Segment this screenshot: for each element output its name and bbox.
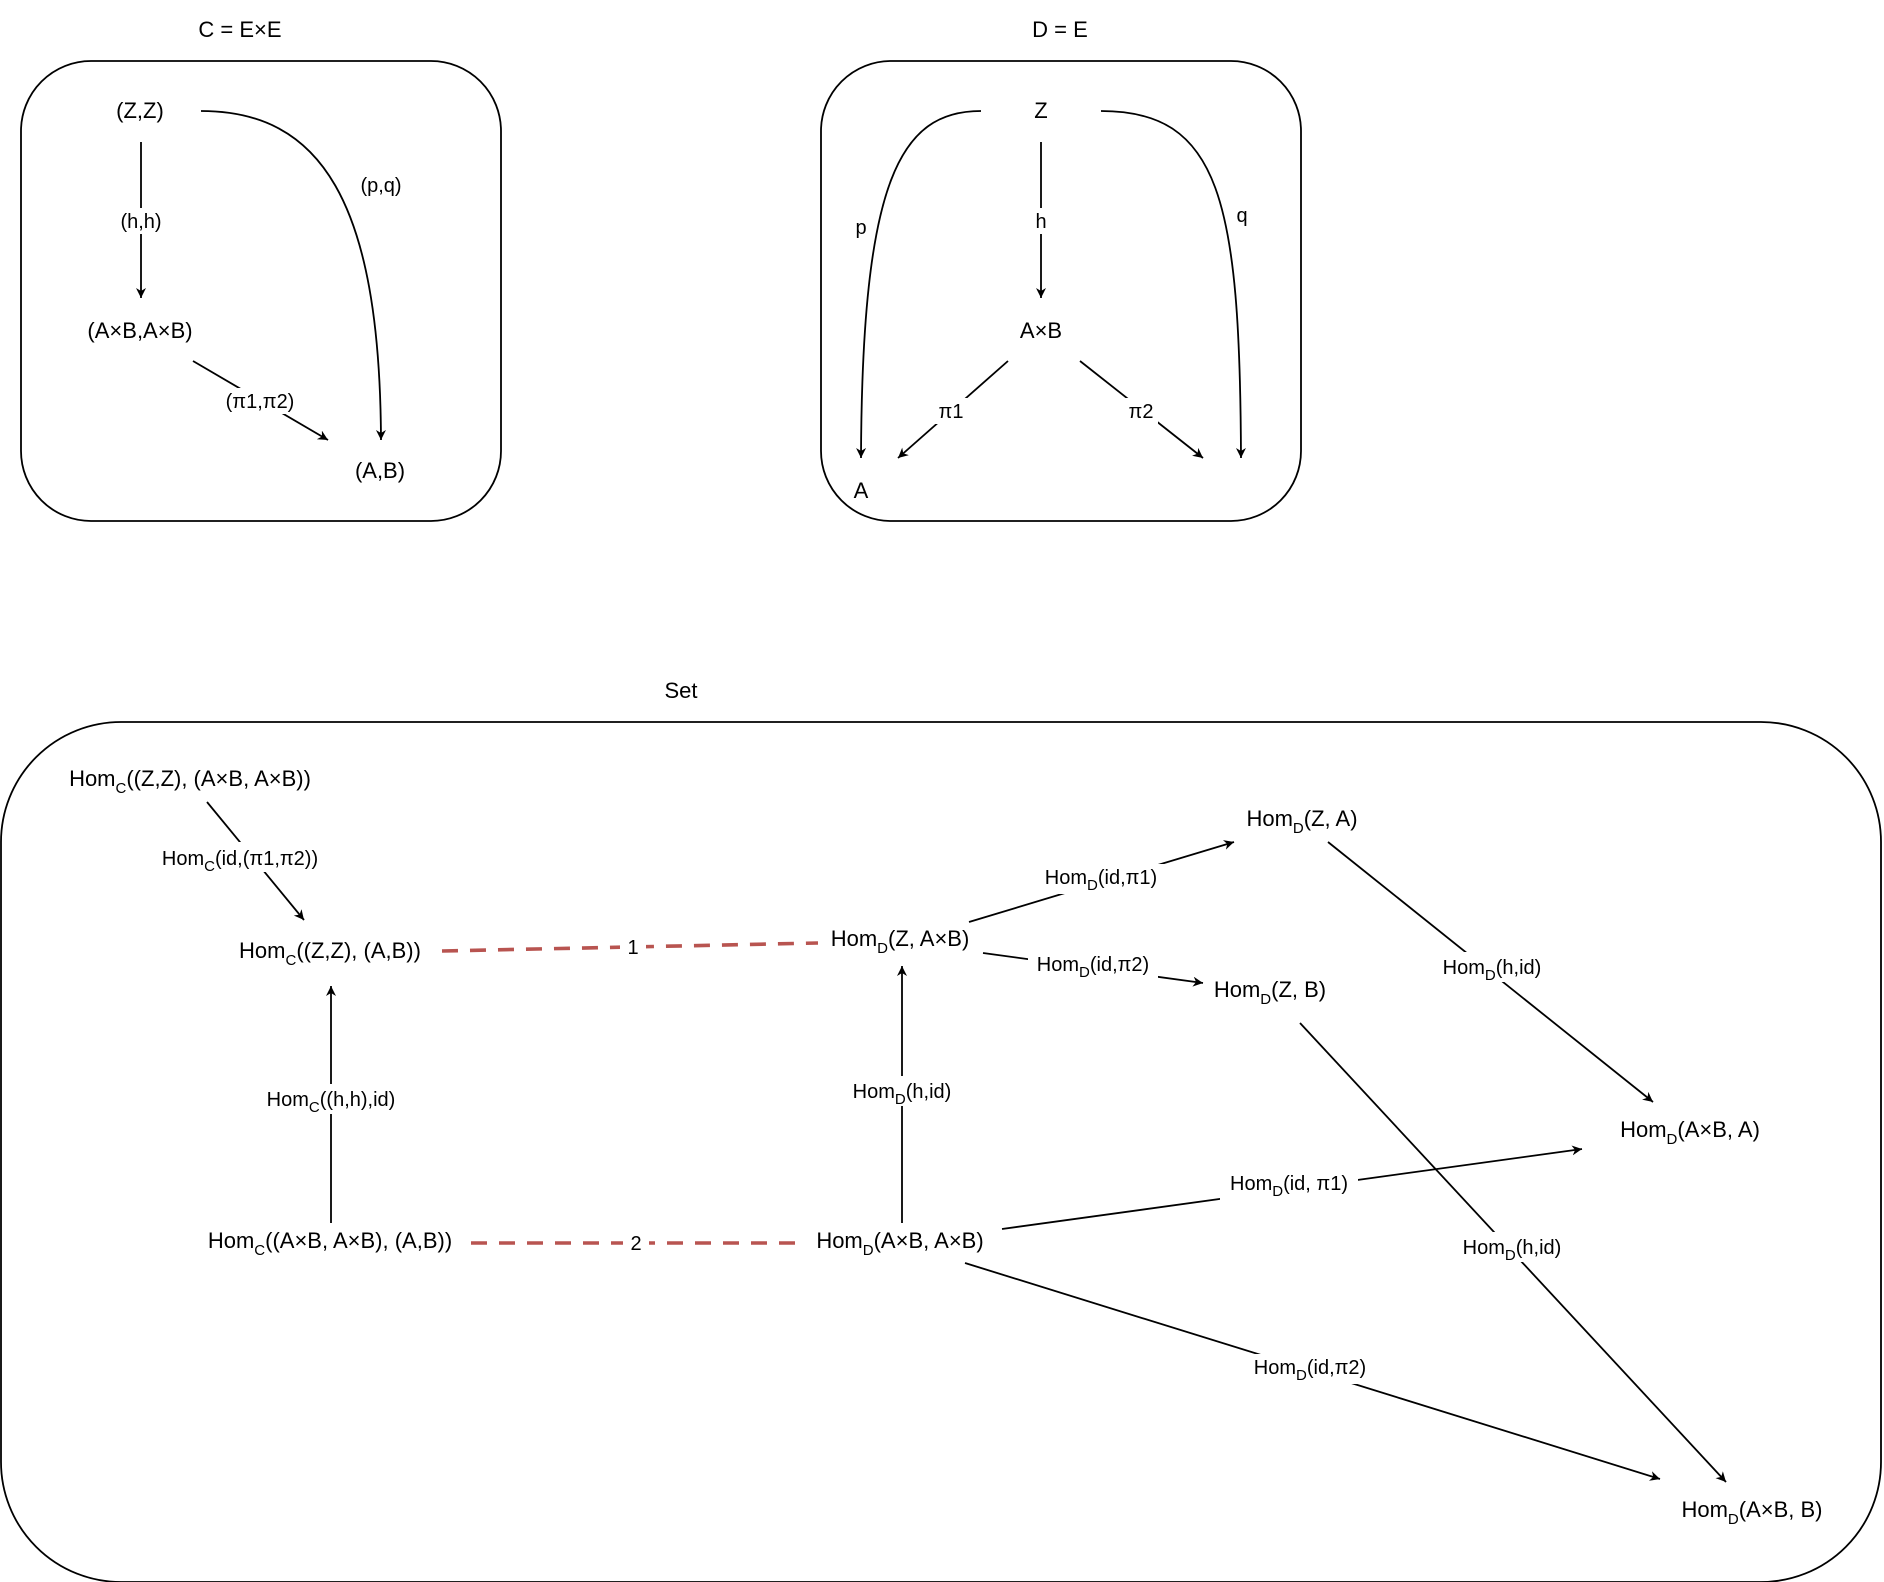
set-edge-hd-id-pi2-bottom-label: HomD(id,π2) [1254, 1357, 1366, 1384]
set-edge-hd-id-pi1-top-label: HomD(id,π1) [1045, 867, 1157, 894]
panel-c-frame [20, 60, 502, 522]
panel-set-title: Set [664, 678, 697, 703]
set-edge-hc-id-pi-label: HomC(id,(π1,π2)) [162, 848, 318, 875]
c-node-axb-axb: (A×B,A×B) [87, 318, 192, 343]
set-edge-hd-h-id-mid-label: HomD(h,id) [853, 1081, 952, 1108]
d-node-z: Z [1034, 98, 1047, 123]
set-node-homc-axbaxb-ab: HomC((A×B, A×B), (A,B)) [208, 1228, 452, 1259]
iso-line-1 [441, 941, 819, 953]
set-edge-hc-hh-id-label: HomC((h,h),id) [267, 1089, 396, 1116]
set-node-homd-z-axb: HomD(Z, A×B) [831, 926, 970, 957]
d-edge-q [1100, 110, 1246, 459]
set-node-homd-z-a: HomD(Z, A) [1246, 806, 1357, 837]
d-edge-p-label: p [855, 217, 866, 239]
c-edge-pq-label: (p,q) [360, 175, 401, 197]
set-edge-hd-h-id-right1-label: HomD(h,id) [1443, 957, 1542, 984]
panel-d-frame [820, 60, 1302, 522]
set-node-homd-axb-a: HomD(A×B, A) [1620, 1117, 1760, 1148]
set-edge-hd-id-pi2-top-label: HomD(id,π2) [1037, 954, 1149, 981]
iso-line-1-label: 1 [627, 937, 638, 959]
iso-line-2-label: 2 [630, 1233, 641, 1255]
set-node-homd-axb-axb: HomD(A×B, A×B) [816, 1228, 983, 1259]
panel-set-frame [0, 721, 1882, 1582]
c-edge-pq [200, 110, 386, 441]
panel-d-title: D = E [1032, 17, 1088, 42]
set-edge-hd-id-pi1-bottom-label: HomD(id, π1) [1230, 1173, 1348, 1200]
d-node-a: A [854, 478, 869, 503]
d-edge-pi2-label: π2 [1129, 401, 1154, 423]
c-edge-pi-label: (π1,π2) [226, 391, 295, 413]
set-node-homc-zz-axbaxb: HomC((Z,Z), (A×B, A×B)) [69, 766, 311, 797]
c-node-ab: (A,B) [355, 458, 405, 483]
d-edge-p [856, 110, 982, 459]
set-node-homd-axb-b: HomD(A×B, B) [1681, 1497, 1822, 1528]
d-edge-q-label: q [1236, 205, 1247, 227]
d-edge-h-label: h [1035, 211, 1046, 233]
set-node-homc-zz-ab: HomC((Z,Z), (A,B)) [239, 938, 421, 969]
d-edge-pi1-label: π1 [939, 401, 964, 423]
set-node-homd-z-b: HomD(Z, B) [1214, 977, 1326, 1008]
c-node-zz: (Z,Z) [116, 98, 164, 123]
c-edge-hh-label: (h,h) [120, 211, 161, 233]
d-node-axb: A×B [1020, 318, 1062, 343]
set-edge-hd-h-id-right2-label: HomD(h,id) [1463, 1237, 1562, 1264]
panel-c-title: C = E×E [198, 17, 281, 42]
